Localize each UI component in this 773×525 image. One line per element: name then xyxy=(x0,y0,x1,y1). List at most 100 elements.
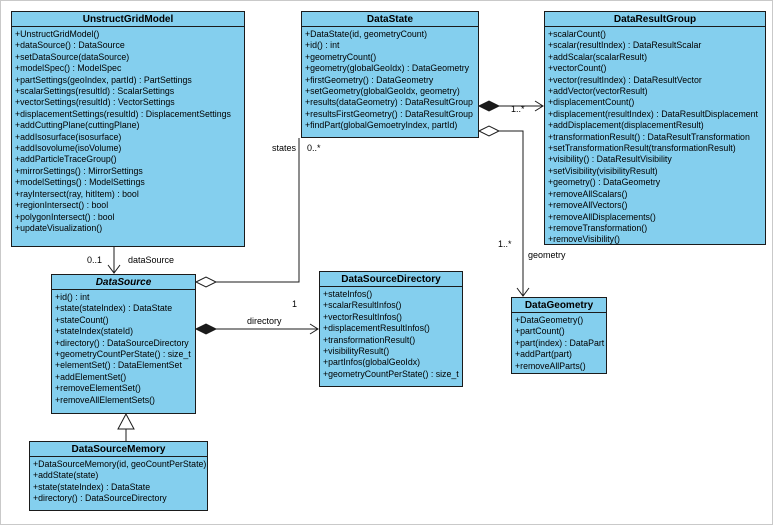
method: +addParticleTraceGroup() xyxy=(15,154,117,165)
class-box-datageometry: DataGeometry +DataGeometry()+partCount()… xyxy=(511,297,607,374)
class-title: UnstructGridModel xyxy=(12,12,244,27)
method: +addIsosurface(isosurface) xyxy=(15,131,122,142)
method-list: +DataSourceMemory(id, geoCountPerState)+… xyxy=(30,457,207,505)
class-title: DataSourceDirectory xyxy=(320,272,462,287)
method: +displacement(resultIndex) : DataResultD… xyxy=(548,108,758,119)
method: +stateCount() xyxy=(55,314,109,325)
method: +elementSet() : DataElementSet xyxy=(55,360,182,371)
role-label-directory: directory xyxy=(247,316,282,326)
class-box-dataresultgroup: DataResultGroup +scalarCount()+scalar(re… xyxy=(544,11,766,245)
method: +geometryCountPerState() : size_t xyxy=(323,368,459,379)
method: +setDataSource(dataSource) xyxy=(15,51,130,62)
method: +id() : int xyxy=(305,40,340,51)
method: +addPart(part) xyxy=(515,349,572,360)
class-box-datastate: DataState +DataState(id, geometryCount)+… xyxy=(301,11,479,138)
method: +directory() : DataSourceDirectory xyxy=(33,493,167,504)
multiplicity-label-results: 1..* xyxy=(511,104,525,114)
method: +displacementSettings(resultId) : Displa… xyxy=(15,108,231,119)
method: +mirrorSettings() : MirrorSettings xyxy=(15,165,143,176)
method-list: +DataGeometry()+partCount()+part(index) … xyxy=(512,313,606,372)
method: +partSettings(geoIndex, partId) : PartSe… xyxy=(15,74,192,85)
method: +vectorCount() xyxy=(548,63,607,74)
class-title: DataState xyxy=(302,12,478,27)
method: +addState(state) xyxy=(33,470,99,481)
class-title: DataResultGroup xyxy=(545,12,765,27)
method: +visibility() : DataResultVisibility xyxy=(548,154,672,165)
method: +vectorSettings(resultId) : VectorSettin… xyxy=(15,97,175,108)
method-list: +id() : int+state(stateIndex) : DataStat… xyxy=(52,290,195,406)
class-title: DataGeometry xyxy=(512,298,606,313)
method: +removeAllVectors() xyxy=(548,200,628,211)
method: +regionIntersect() : bool xyxy=(15,200,109,211)
class-box-datasourcedirectory: DataSourceDirectory +stateInfos()+scalar… xyxy=(319,271,463,387)
method: +addScalar(scalarResult) xyxy=(548,51,648,62)
method: +removeAllScalars() xyxy=(548,188,628,199)
multiplicity-label-states: 0..* xyxy=(307,143,321,153)
method: +addVector(vectorResult) xyxy=(548,86,648,97)
method: +transformationResult() : DataResultTran… xyxy=(548,131,750,142)
method: +dataSource() : DataSource xyxy=(15,40,125,51)
method: +rayIntersect(ray, hitItem) : bool xyxy=(15,188,139,199)
method: +directory() : DataSourceDirectory xyxy=(55,337,189,348)
method-list: +DataState(id, geometryCount)+id() : int… xyxy=(302,27,478,132)
method: +stateIndex(stateId) xyxy=(55,326,133,337)
method: +removeElementSet() xyxy=(55,383,141,394)
connector-memory-generalization xyxy=(117,412,135,441)
multiplicity-label-geometry: 1..* xyxy=(498,239,512,249)
class-box-unstructgridmodel: UnstructGridModel +UnstructGridModel()+d… xyxy=(11,11,245,247)
method: +findPart(globalGemoetryIndex, partId) xyxy=(305,120,458,131)
connector-datasource-directory xyxy=(194,323,319,335)
method: +addCuttingPlane(cuttingPlane) xyxy=(15,120,140,131)
method: +resultsFirstGeometry() : DataResultGrou… xyxy=(305,108,473,119)
method: +updateVisualization() xyxy=(15,222,103,233)
method: +geometryCountPerState() : size_t xyxy=(55,349,191,360)
method: +firstGeometry() : DataGeometry xyxy=(305,74,434,85)
method: +state(stateIndex) : DataState xyxy=(55,303,173,314)
method: +removeAllElementSets() xyxy=(55,394,155,405)
method: +DataState(id, geometryCount) xyxy=(305,29,427,39)
method: +geometryCount() xyxy=(305,51,377,62)
method: +partInfos(globalGeoIdx) xyxy=(323,357,421,368)
method: +part(index) : DataPart xyxy=(515,337,605,348)
method: +scalarSettings(resultId) : ScalarSettin… xyxy=(15,86,175,97)
method: +results(dataGeometry) : DataResultGroup xyxy=(305,97,473,108)
multiplicity-label-datasource: 0..1 xyxy=(87,255,103,265)
method: +removeVisibility() xyxy=(548,234,620,245)
method: +removeTransformation() xyxy=(548,222,648,233)
method: +addIsovolume(isoVolume) xyxy=(15,143,122,154)
method: +DataSourceMemory(id, geoCountPerState) xyxy=(33,459,207,469)
method: +modelSpec() : ModelSpec xyxy=(15,63,122,74)
method: +removeAllDisplacements() xyxy=(548,211,656,222)
method: +polygonIntersect() : bool xyxy=(15,211,115,222)
role-label-datasource: dataSource xyxy=(128,255,175,265)
method: +transformationResult() xyxy=(323,334,416,345)
role-label-geometry: geometry xyxy=(528,250,566,260)
method: +geometry() : DataGeometry xyxy=(548,177,661,188)
method: +stateInfos() xyxy=(323,289,373,299)
method: +geometry(globalGeoIdx) : DataGeometry xyxy=(305,63,470,74)
connector-datastate-geometry xyxy=(477,125,530,297)
method-list: +scalarCount()+scalar(resultIndex) : Dat… xyxy=(545,27,765,245)
connector-model-datasource xyxy=(107,247,121,274)
method: +scalarResultInfos() xyxy=(323,300,402,311)
class-title: DataSource xyxy=(52,275,195,290)
method-list: +UnstructGridModel()+dataSource() : Data… xyxy=(12,27,244,234)
method: +displacementResultInfos() xyxy=(323,323,430,334)
method: +visibilityResult() xyxy=(323,346,390,357)
connector-datasource-states xyxy=(194,138,300,288)
method: +scalarCount() xyxy=(548,29,606,39)
method: +vectorResultInfos() xyxy=(323,311,402,322)
method: +setGeometry(globalGeoIdx, geometry) xyxy=(305,86,460,97)
method: +vector(resultIndex) : DataResultVector xyxy=(548,74,702,85)
class-title: DataSourceMemory xyxy=(30,442,207,457)
method: +modelSettings() : ModelSettings xyxy=(15,177,145,188)
method: +setTransformationResult(transformationR… xyxy=(548,143,736,154)
method: +removeAllParts() xyxy=(515,360,586,371)
method: +DataGeometry() xyxy=(515,315,584,325)
method: +scalar(resultIndex) : DataResultScalar xyxy=(548,40,702,51)
class-box-datasourcememory: DataSourceMemory +DataSourceMemory(id, g… xyxy=(29,441,208,511)
method: +state(stateIndex) : DataState xyxy=(33,481,151,492)
class-box-datasource: DataSource +id() : int+state(stateIndex)… xyxy=(51,274,196,414)
